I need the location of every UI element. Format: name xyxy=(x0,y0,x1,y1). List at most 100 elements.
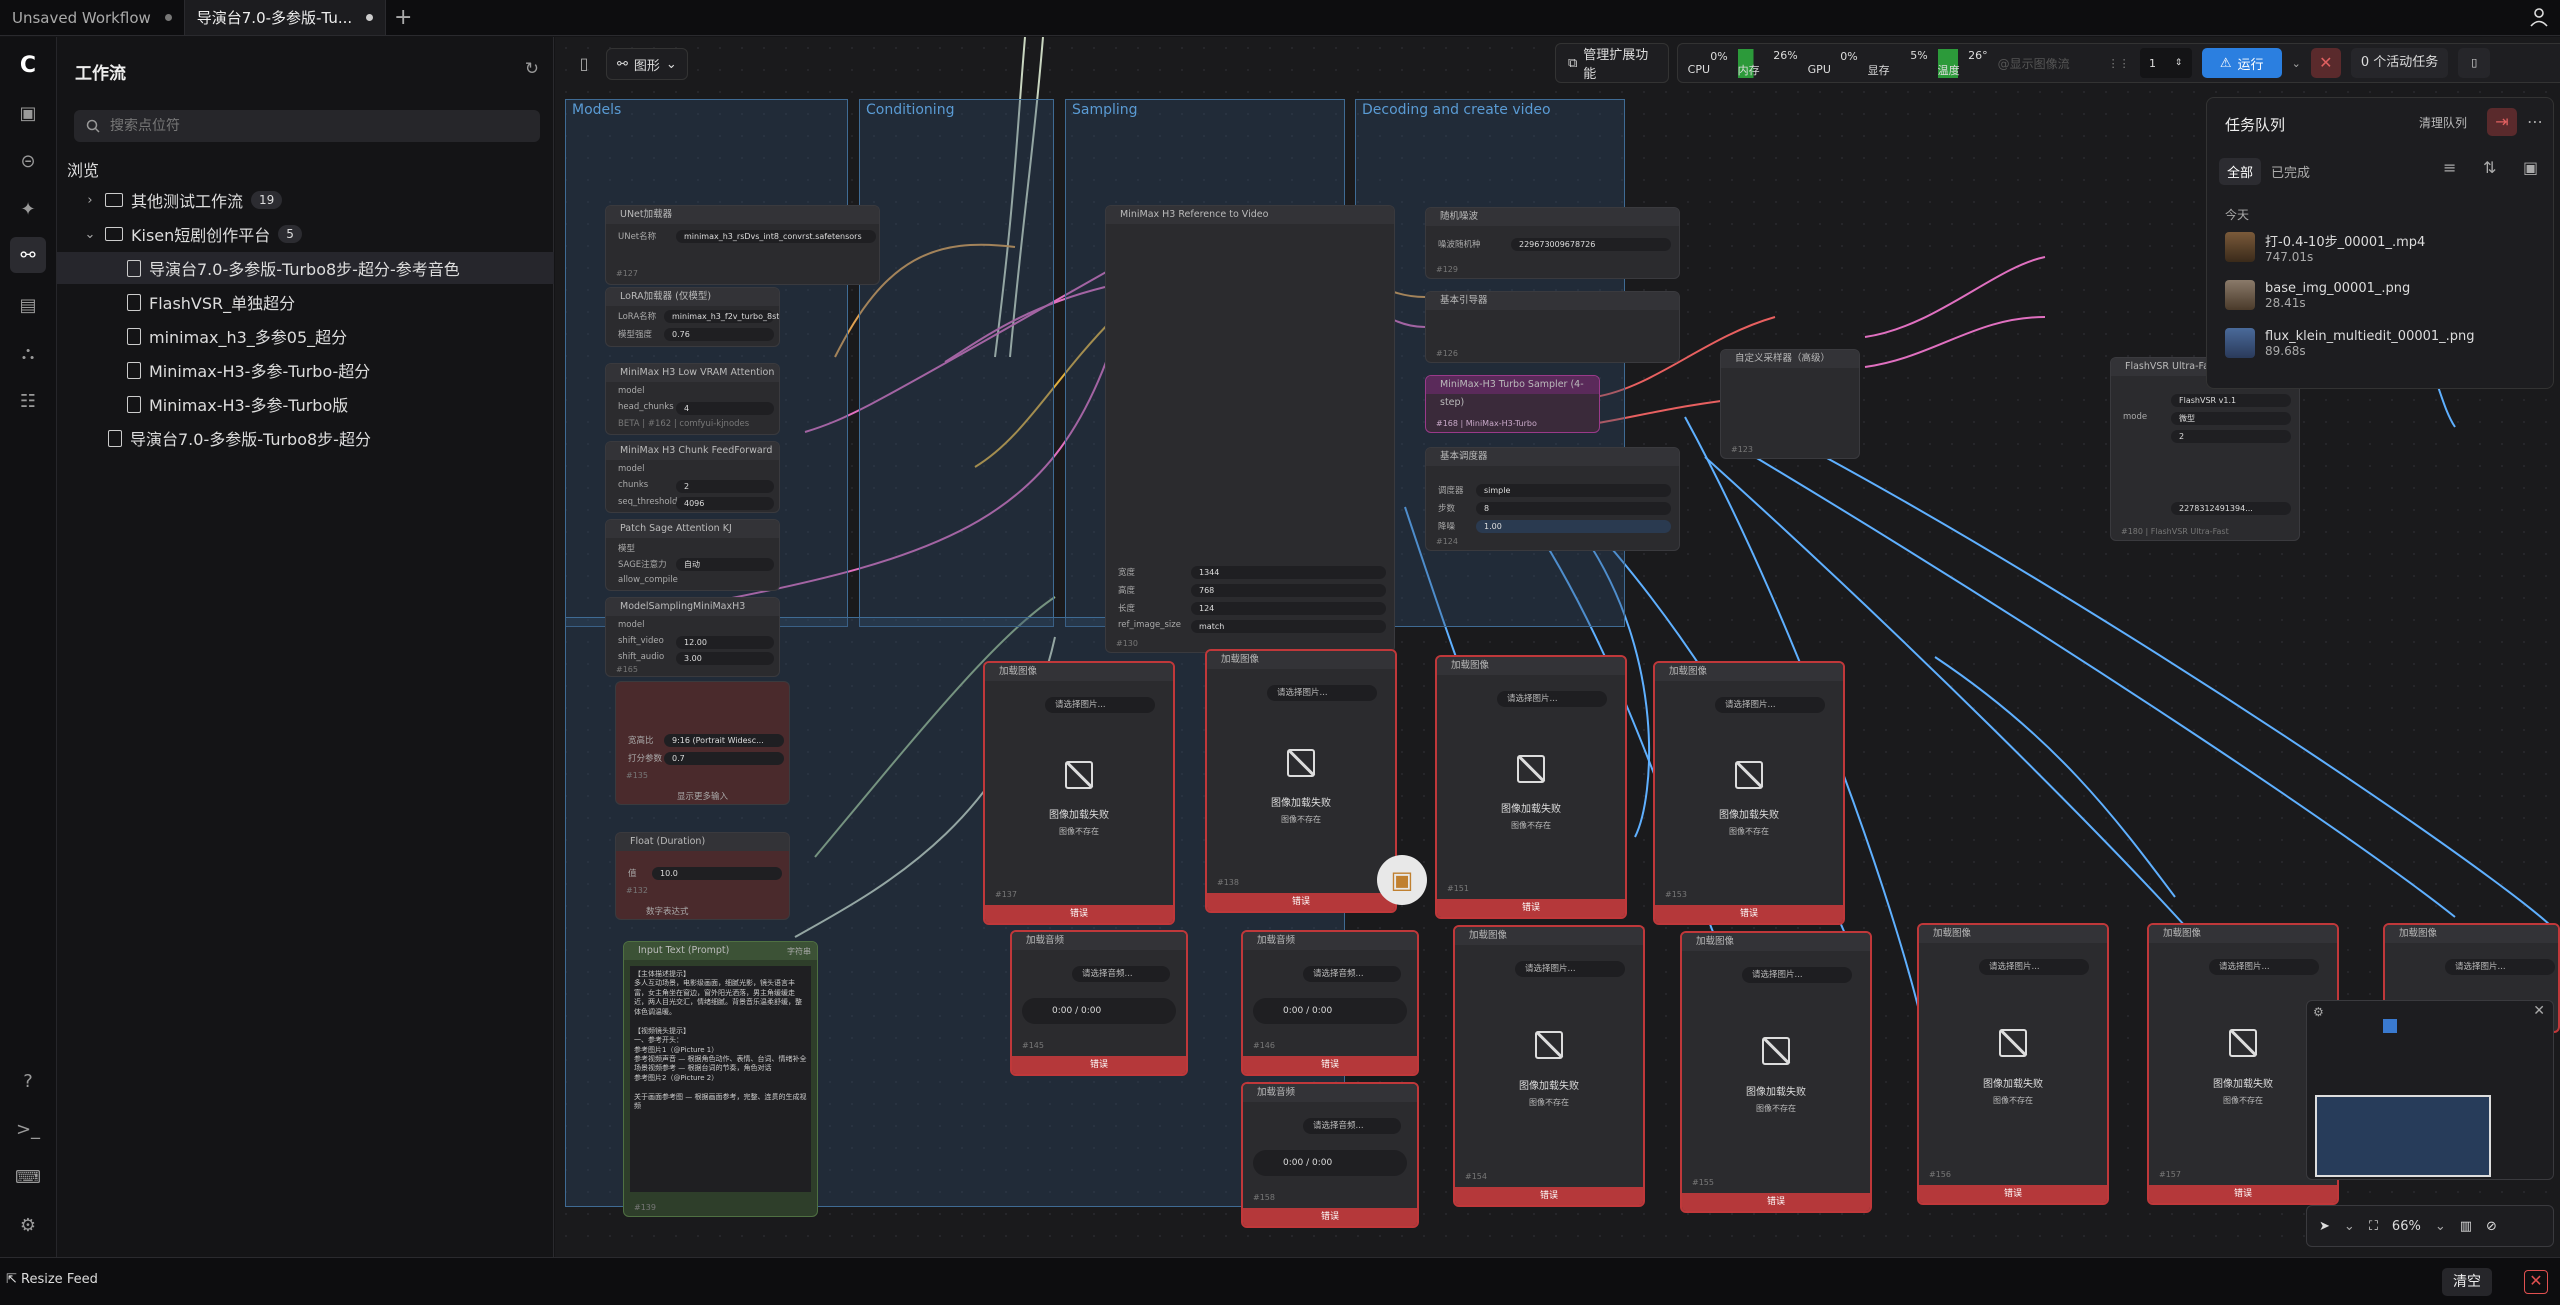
chevron-down-icon[interactable]: ⌄ xyxy=(2343,1218,2355,1234)
new-tab-button[interactable]: + xyxy=(393,5,413,30)
audio-select[interactable]: 请选择音频... xyxy=(1072,966,1170,982)
node-library-icon[interactable]: ⊝ xyxy=(20,150,36,172)
template-icon[interactable]: ▤ xyxy=(19,294,37,316)
sort-icon[interactable]: ⇅ xyxy=(2483,158,2497,177)
minimap-viewport[interactable] xyxy=(2315,1095,2491,1177)
clear-button[interactable]: 清空 xyxy=(2442,1268,2492,1296)
tree-file-h3-turbo[interactable]: Minimax-H3-多参-Turbo版 xyxy=(57,388,554,420)
node-flashvsr[interactable]: FlashVSR Ultra-Fast FlashVSR v1.1 mode 微… xyxy=(2110,357,2300,541)
node-low-vram-attention[interactable]: MiniMax H3 Low VRAM Attention model head… xyxy=(605,363,780,435)
audio-select[interactable]: 请选择音频... xyxy=(1303,1118,1401,1134)
length-input[interactable]: 124 xyxy=(1191,602,1386,615)
panel-toggle-icon[interactable]: ▯ xyxy=(579,54,589,73)
close-icon[interactable]: ✕ xyxy=(2524,1270,2548,1294)
gallery-icon[interactable]: ▣ xyxy=(2523,158,2539,177)
minimap-close-icon[interactable]: ✕ xyxy=(2533,1003,2545,1019)
flashvsr-mode-select[interactable]: 微型 xyxy=(2171,412,2291,425)
duration-input[interactable]: 10.0 xyxy=(652,867,782,880)
model-library-icon[interactable]: ✦ xyxy=(20,198,36,220)
map-icon[interactable]: ▥ xyxy=(2459,1218,2473,1234)
node-input-text-prompt[interactable]: Input Text (Prompt) 字符串 【主体描述提示】 多人互动场景，… xyxy=(623,941,818,1217)
search-input[interactable] xyxy=(110,118,510,134)
audio-select[interactable]: 请选择音频... xyxy=(1303,966,1401,982)
node-turbo-sampler[interactable]: MiniMax-H3 Turbo Sampler (4-step) #168 |… xyxy=(1425,375,1600,433)
node-load-audio-145[interactable]: 加载音频 请选择音频... 0:00 / 0:00 #145 错误 xyxy=(1010,930,1188,1076)
image-select[interactable]: 请选择图片... xyxy=(1515,961,1625,977)
tree-file-h3-turbo-sr[interactable]: Minimax-H3-多参-Turbo-超分 xyxy=(57,354,554,386)
audio-player[interactable]: 0:00 / 0:00 xyxy=(1253,1150,1407,1176)
node-load-image-153[interactable]: 加载图像 请选择图片... 图像加载失败 图像不存在 #153 错误 xyxy=(1653,661,1845,925)
shift-video-input[interactable]: 12.00 xyxy=(676,636,774,649)
pointer-icon[interactable]: ➤ xyxy=(2319,1218,2330,1234)
run-count-stepper[interactable]: 1⇕ xyxy=(2139,48,2192,78)
minimap[interactable]: ⚙ ✕ xyxy=(2306,1000,2554,1180)
node-load-image-137[interactable]: 加载图像 请选择图片... 图像加载失败 图像不存在 #137 错误 xyxy=(983,661,1175,925)
preview-label[interactable]: @显示图像流 xyxy=(1997,56,2070,71)
flashvsr-seed-input[interactable]: 2278312491394... xyxy=(2171,502,2291,515)
more-options-icon[interactable]: ⋯ xyxy=(2527,112,2543,131)
settings-icon[interactable]: ⚙ xyxy=(19,1214,37,1236)
filter-all-tab[interactable]: 全部 xyxy=(2219,158,2262,185)
noise-seed-input[interactable]: 229673009678726 xyxy=(1511,238,1671,251)
flashvsr-scale-input[interactable]: 2 xyxy=(2171,430,2291,443)
user-icon[interactable] xyxy=(2528,6,2550,28)
image-icon[interactable]: ▣ xyxy=(19,102,37,124)
active-tasks-button[interactable]: 0 个活动任务 xyxy=(2350,48,2449,78)
node-lora-loader[interactable]: LoRA加载器 (仅模型) LoRA名称 minimax_h3_f2v_turb… xyxy=(605,287,780,347)
comfy-logo-icon[interactable]: C xyxy=(19,52,37,78)
lora-strength-input[interactable]: 0.76 xyxy=(664,328,774,341)
cancel-run-button[interactable]: ✕ xyxy=(2310,48,2341,78)
audio-player[interactable]: 0:00 / 0:00 xyxy=(1253,998,1407,1024)
sage-attention-select[interactable]: 自动 xyxy=(676,558,774,571)
resize-feed-button[interactable]: ⇱ Resize Feed xyxy=(6,1272,98,1287)
node-load-image-155[interactable]: 加载图像 请选择图片... 图像加载失败 图像不存在 #155 错误 xyxy=(1680,931,1872,1213)
node-load-image-138[interactable]: 加载图像 请选择图片... 图像加载失败 图像不存在 #138 错误 xyxy=(1205,649,1397,913)
manage-extensions-button[interactable]: ⧉ 管理扩展功能 xyxy=(1555,43,1669,83)
node-load-audio-159[interactable]: 加载音频 请选择音频... 0:00 / 0:00 #158 错误 xyxy=(1241,1082,1419,1228)
denoise-input[interactable]: 1.00 xyxy=(1476,520,1671,533)
fit-view-icon[interactable]: ⛶ xyxy=(2368,1218,2378,1234)
image-select[interactable]: 请选择图片... xyxy=(1497,691,1607,707)
unet-name-select[interactable]: minimax_h3_rsDvs_int8_convrst.safetensor… xyxy=(676,230,876,243)
node-basic-scheduler[interactable]: 基本调度器 调度器 simple 步数 8 降噪 1.00 #124 xyxy=(1425,447,1680,551)
shift-audio-input[interactable]: 3.00 xyxy=(676,652,774,665)
aspect-ratio-select[interactable]: 9:16 (Portrait Widesc... xyxy=(664,734,784,747)
refresh-icon[interactable]: ↻ xyxy=(524,59,539,79)
drag-handle-icon[interactable]: ⋮⋮ xyxy=(2107,56,2130,70)
filter-done-tab[interactable]: 已完成 xyxy=(2271,166,2311,181)
seq-threshold-input[interactable]: 4096 xyxy=(676,497,774,510)
lora-name-select[interactable]: minimax_h3_f2v_turbo_8step_v1... xyxy=(664,310,779,323)
tree-folder-other[interactable]: › 其他测试工作流 19 xyxy=(57,184,554,216)
audio-player[interactable]: 0:00 / 0:00 xyxy=(1022,998,1176,1024)
head-chunks-input[interactable]: 4 xyxy=(676,402,774,415)
tree-folder-kisen[interactable]: ⌄ Kisen短剧创作平台 5 xyxy=(57,218,554,250)
node-load-image-156[interactable]: 加载图像 请选择图片... 图像加载失败 图像不存在 #156 错误 xyxy=(1917,923,2109,1205)
flashvsr-model-select[interactable]: FlashVSR v1.1 xyxy=(2171,394,2291,407)
link-visibility-icon[interactable]: ⊘ xyxy=(2486,1218,2497,1234)
run-button[interactable]: ⚠运行 xyxy=(2201,48,2282,78)
group-conditioning[interactable]: Conditioning xyxy=(859,99,1054,627)
image-select[interactable]: 请选择图片... xyxy=(1742,967,1852,983)
node-model-sampling[interactable]: ModelSamplingMiniMaxH3 model shift_video… xyxy=(605,597,780,677)
workflow-icon[interactable]: ⚯ xyxy=(10,237,46,273)
clear-queue-button[interactable]: 清理队列 xyxy=(2419,116,2468,130)
node-unet-loader[interactable]: UNet加载器 UNet名称 minimax_h3_rsDvs_int8_con… xyxy=(605,205,880,285)
steps-input[interactable]: 8 xyxy=(1476,502,1671,515)
panel-right-icon[interactable]: ▯ xyxy=(2458,48,2491,78)
scheduler-select[interactable]: simple xyxy=(1476,484,1671,497)
run-options-chevron-icon[interactable]: ⌄ xyxy=(2291,56,2301,70)
tree-file-director-sr[interactable]: 导演台7.0-多参版-Turbo8步-超分 xyxy=(57,422,554,454)
zoom-level[interactable]: 66% xyxy=(2391,1218,2421,1234)
terminal-icon[interactable]: >_ xyxy=(15,1118,41,1140)
tab-director-workflow[interactable]: 导演台7.0-多参版-Tu... xyxy=(184,0,387,35)
node-reference-to-video[interactable]: MiniMax H3 Reference to Video 宽度 1344 高度… xyxy=(1105,205,1395,653)
prompt-textarea[interactable]: 【主体描述提示】 多人互动场景，电影级画面，细腻光影，镜头语言丰富，女主角坐在窗… xyxy=(630,966,811,1192)
chunks-input[interactable]: 2 xyxy=(676,480,774,493)
node-basic-guider[interactable]: 基本引导器 #126 xyxy=(1425,291,1680,363)
tree-file-minimax05[interactable]: minimax_h3_多参05_超分 xyxy=(57,320,554,352)
filter-icon[interactable]: ≡ xyxy=(2443,158,2457,177)
image-select[interactable]: 请选择图片... xyxy=(2209,959,2319,975)
